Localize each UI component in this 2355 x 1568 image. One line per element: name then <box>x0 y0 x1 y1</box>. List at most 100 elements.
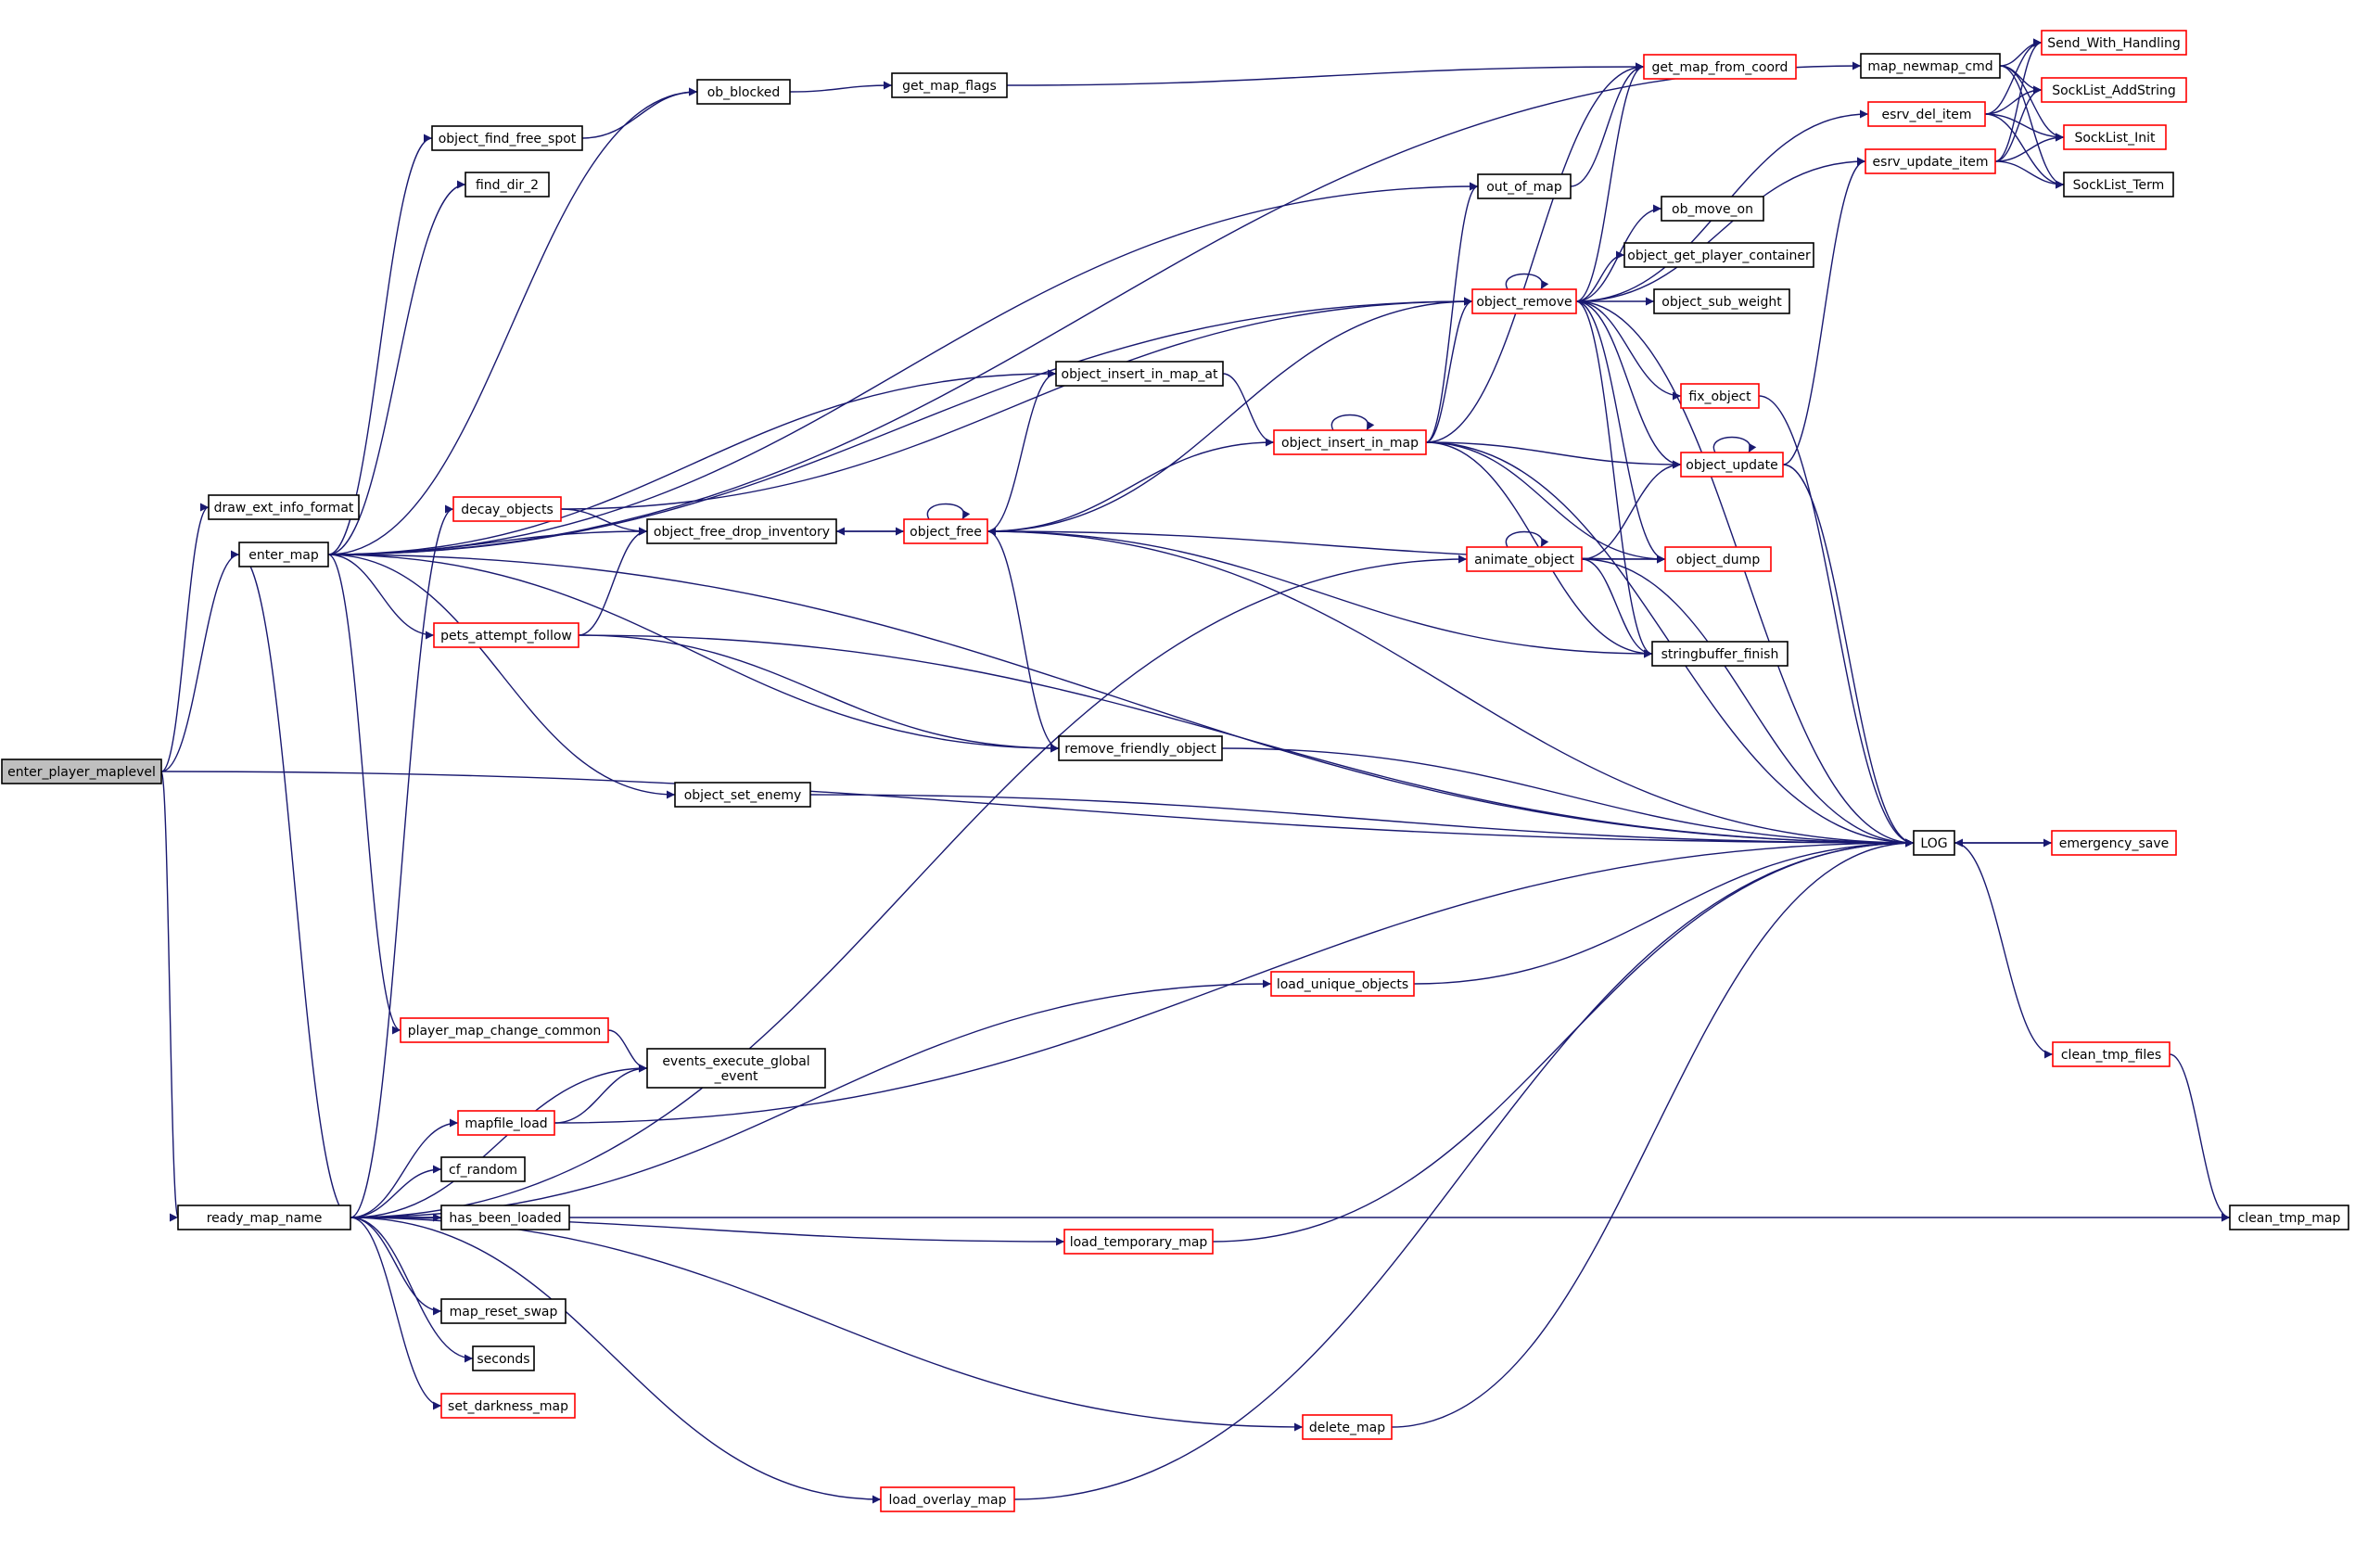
node-delete-map[interactable]: delete_map <box>1302 1414 1393 1440</box>
node-load-temporary-map[interactable]: load_temporary_map <box>1063 1229 1214 1255</box>
node-object-free[interactable]: object_free <box>903 518 988 544</box>
node-find-dir-2[interactable]: find_dir_2 <box>465 172 550 198</box>
node-fix-object[interactable]: fix_object <box>1680 383 1760 409</box>
node-ready-map-name[interactable]: ready_map_name <box>177 1205 351 1230</box>
edge-line <box>238 554 351 1222</box>
edge-mapfile-load-to-LOG <box>554 838 1915 1124</box>
node-object-free-drop-inventory[interactable]: object_free_drop_inventory <box>646 518 837 544</box>
node-events-execute-global-event[interactable]: events_execute_global_event <box>646 1048 826 1089</box>
edge-line <box>554 838 1915 1124</box>
edge-object-free-to-object-free <box>926 503 971 520</box>
node-label: stringbuffer_finish <box>1661 647 1779 662</box>
node-object-dump[interactable]: object_dump <box>1664 546 1772 572</box>
node-object-insert-in-map-at[interactable]: object_insert_in_map_at <box>1055 361 1224 387</box>
edge-line <box>350 1118 459 1218</box>
node-animate-object[interactable]: animate_object <box>1466 546 1583 572</box>
edge-object-remove-to-LOG <box>1575 300 1915 848</box>
edge-enter-map-to-object-set-enemy <box>327 554 676 799</box>
node-box <box>646 1048 826 1089</box>
node-label: clean_tmp_map <box>2238 1211 2341 1226</box>
node-enter-player-maplevel[interactable]: enter_player_maplevel <box>1 759 162 784</box>
node-get-map-flags[interactable]: get_map_flags <box>891 72 1008 98</box>
node-object-find-free-spot[interactable]: object_find_free_spot <box>431 125 583 151</box>
node-label: map_newmap_cmd <box>1867 59 1992 74</box>
edge-object-remove-to-esrv-update-item <box>1575 157 1866 302</box>
node-label: delete_map <box>1309 1421 1385 1435</box>
edge-object-remove-to-object-remove <box>1505 273 1549 290</box>
node-object-sub-weight[interactable]: object_sub_weight <box>1653 288 1790 314</box>
node-label: load_temporary_map <box>1070 1235 1208 1250</box>
edge-ob-blocked-to-get-map-flags <box>789 81 893 93</box>
node-seconds[interactable]: seconds <box>472 1345 535 1371</box>
edge-object-free-to-object-insert-in-map-at <box>987 369 1057 532</box>
node-box <box>400 1017 609 1043</box>
node-box <box>1466 546 1583 572</box>
edge-object-update-to-esrv-update-item <box>1782 157 1866 465</box>
node-has-been-loaded[interactable]: has_been_loaded <box>440 1205 570 1230</box>
node-object-insert-in-map[interactable]: object_insert_in_map <box>1273 429 1427 455</box>
node-map-reset-swap[interactable]: map_reset_swap <box>440 1298 566 1324</box>
node-box <box>2063 172 2174 198</box>
edge-line <box>1984 113 2065 189</box>
node-get-map-from-coord[interactable]: get_map_from_coord <box>1643 54 1797 80</box>
node-LOG[interactable]: LOG <box>1913 830 1955 856</box>
node-player-map-change-common[interactable]: player_map_change_common <box>400 1017 609 1043</box>
node-clean-tmp-map[interactable]: clean_tmp_map <box>2229 1205 2349 1230</box>
edge-line <box>327 134 433 555</box>
node-load-overlay-map[interactable]: load_overlay_map <box>880 1486 1015 1512</box>
edge-object-insert-in-map-at-to-object-insert-in-map <box>1222 373 1275 447</box>
node-ob-move-on[interactable]: ob_move_on <box>1661 196 1764 222</box>
node-Send-With-Handling[interactable]: Send_With_Handling <box>2041 30 2187 56</box>
edge-ready-map-name-to-load-overlay-map <box>350 1217 882 1504</box>
node-label: SockList_AddString <box>2052 83 2176 98</box>
edge-line <box>926 503 971 520</box>
node-label: out_of_map <box>1486 180 1562 195</box>
edge-object-insert-in-map-to-get-map-from-coord <box>1425 62 1645 443</box>
edge-line <box>160 771 1915 848</box>
edge-line <box>327 180 466 555</box>
node-SockList-Term[interactable]: SockList_Term <box>2063 172 2174 198</box>
edge-line <box>578 634 1060 753</box>
node-load-unique-objects[interactable]: load_unique_objects <box>1270 971 1415 997</box>
node-decay-objects[interactable]: decay_objects <box>452 496 562 522</box>
node-stringbuffer-finish[interactable]: stringbuffer_finish <box>1651 641 1789 667</box>
edge-line <box>987 441 1275 536</box>
node-box <box>457 1110 555 1136</box>
node-esrv-del-item[interactable]: esrv_del_item <box>1867 101 1986 127</box>
node-remove-friendly-object[interactable]: remove_friendly_object <box>1058 735 1223 761</box>
node-ob-blocked[interactable]: ob_blocked <box>696 79 791 105</box>
node-map-newmap-cmd[interactable]: map_newmap_cmd <box>1860 53 2001 79</box>
node-box <box>1055 361 1224 387</box>
node-set-darkness-map[interactable]: set_darkness_map <box>440 1393 576 1419</box>
edge-line <box>2169 1053 2231 1222</box>
node-label: object_get_player_container <box>1627 249 1811 263</box>
node-object-remove[interactable]: object_remove <box>1471 288 1577 314</box>
node-box <box>1867 101 1986 127</box>
node-clean-tmp-files[interactable]: clean_tmp_files <box>2052 1041 2170 1067</box>
node-draw-ext-info-format[interactable]: draw_ext_info_format <box>208 494 360 520</box>
edge-line <box>327 369 1057 555</box>
node-emergency-save[interactable]: emergency_save <box>2051 830 2177 856</box>
node-esrv-update-item[interactable]: esrv_update_item <box>1865 148 1996 174</box>
node-box <box>891 72 1008 98</box>
node-SockList-Init[interactable]: SockList_Init <box>2063 124 2167 150</box>
node-object-get-player-container[interactable]: object_get_player_container <box>1623 242 1814 268</box>
node-label: LOG <box>1920 836 1947 851</box>
node-SockList-AddString[interactable]: SockList_AddString <box>2041 77 2187 103</box>
edge-pets-attempt-follow-to-object-free-drop-inventory <box>578 527 648 636</box>
node-label: esrv_del_item <box>1882 108 1972 122</box>
edge-enter-map-to-object-remove <box>327 297 1473 555</box>
node-pets-attempt-follow[interactable]: pets_attempt_follow <box>433 622 579 648</box>
node-object-set-enemy[interactable]: object_set_enemy <box>674 782 811 808</box>
edge-object-remove-to-object-update <box>1575 300 1682 469</box>
node-mapfile-load[interactable]: mapfile_load <box>457 1110 555 1136</box>
edge-load-overlay-map-to-LOG <box>1013 838 1915 1500</box>
node-out-of-map[interactable]: out_of_map <box>1477 173 1572 199</box>
edge-enter-player-maplevel-to-LOG <box>160 771 1915 848</box>
node-cf-random[interactable]: cf_random <box>440 1156 526 1182</box>
node-box <box>2041 77 2187 103</box>
node-object-update[interactable]: object_update <box>1680 452 1784 478</box>
node-enter-map[interactable]: enter_map <box>238 542 329 567</box>
node-label: ob_move_on <box>1672 202 1753 217</box>
